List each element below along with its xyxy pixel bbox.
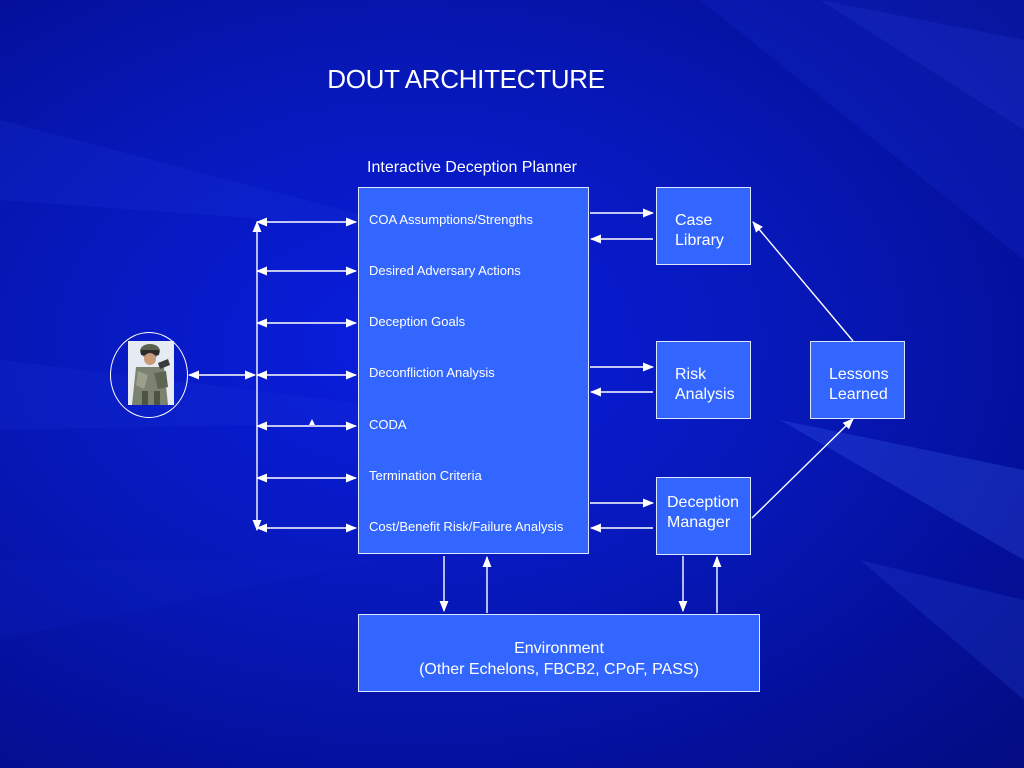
lessons-learned-line2: Learned [829, 386, 888, 403]
case-library-line2: Library [675, 232, 724, 249]
case-library-box: Case Library [656, 187, 751, 265]
planner-item-coda: CODA [369, 417, 407, 432]
slide-title: DOUT ARCHITECTURE [327, 64, 605, 94]
planner-item-coa: COA Assumptions/Strengths [369, 212, 534, 227]
user-circle [110, 332, 188, 418]
deception-manager-box: Deception Manager [656, 477, 751, 555]
environment-line2: (Other Echelons, FBCB2, CPoF, PASS) [419, 661, 699, 678]
planner-item-deception-goals: Deception Goals [369, 314, 466, 329]
soldier-icon [128, 341, 174, 405]
deception-manager-line1: Deception [667, 494, 740, 511]
environment-box: Environment (Other Echelons, FBCB2, CPoF… [358, 614, 760, 692]
planner-item-cost-benefit: Cost/Benefit Risk/Failure Analysis [369, 519, 564, 534]
risk-analysis-line1: Risk [675, 366, 707, 383]
planner-item-termination: Termination Criteria [369, 468, 482, 483]
deception-manager-line2: Manager [667, 514, 731, 531]
risk-analysis-box: Risk Analysis [656, 341, 751, 419]
risk-analysis-line2: Analysis [675, 386, 735, 403]
case-library-line1: Case [675, 212, 713, 229]
planner-item-desired-actions: Desired Adversary Actions [369, 263, 521, 278]
lessons-learned-box: Lessons Learned [810, 341, 905, 419]
environment-line1: Environment [514, 640, 604, 657]
lessons-learned-line1: Lessons [829, 366, 889, 383]
deception-planner-box: COA Assumptions/Strengths Desired Advers… [358, 187, 589, 554]
planner-label: Interactive Deception Planner [367, 159, 577, 176]
planner-item-deconfliction: Deconfliction Analysis [369, 365, 495, 380]
